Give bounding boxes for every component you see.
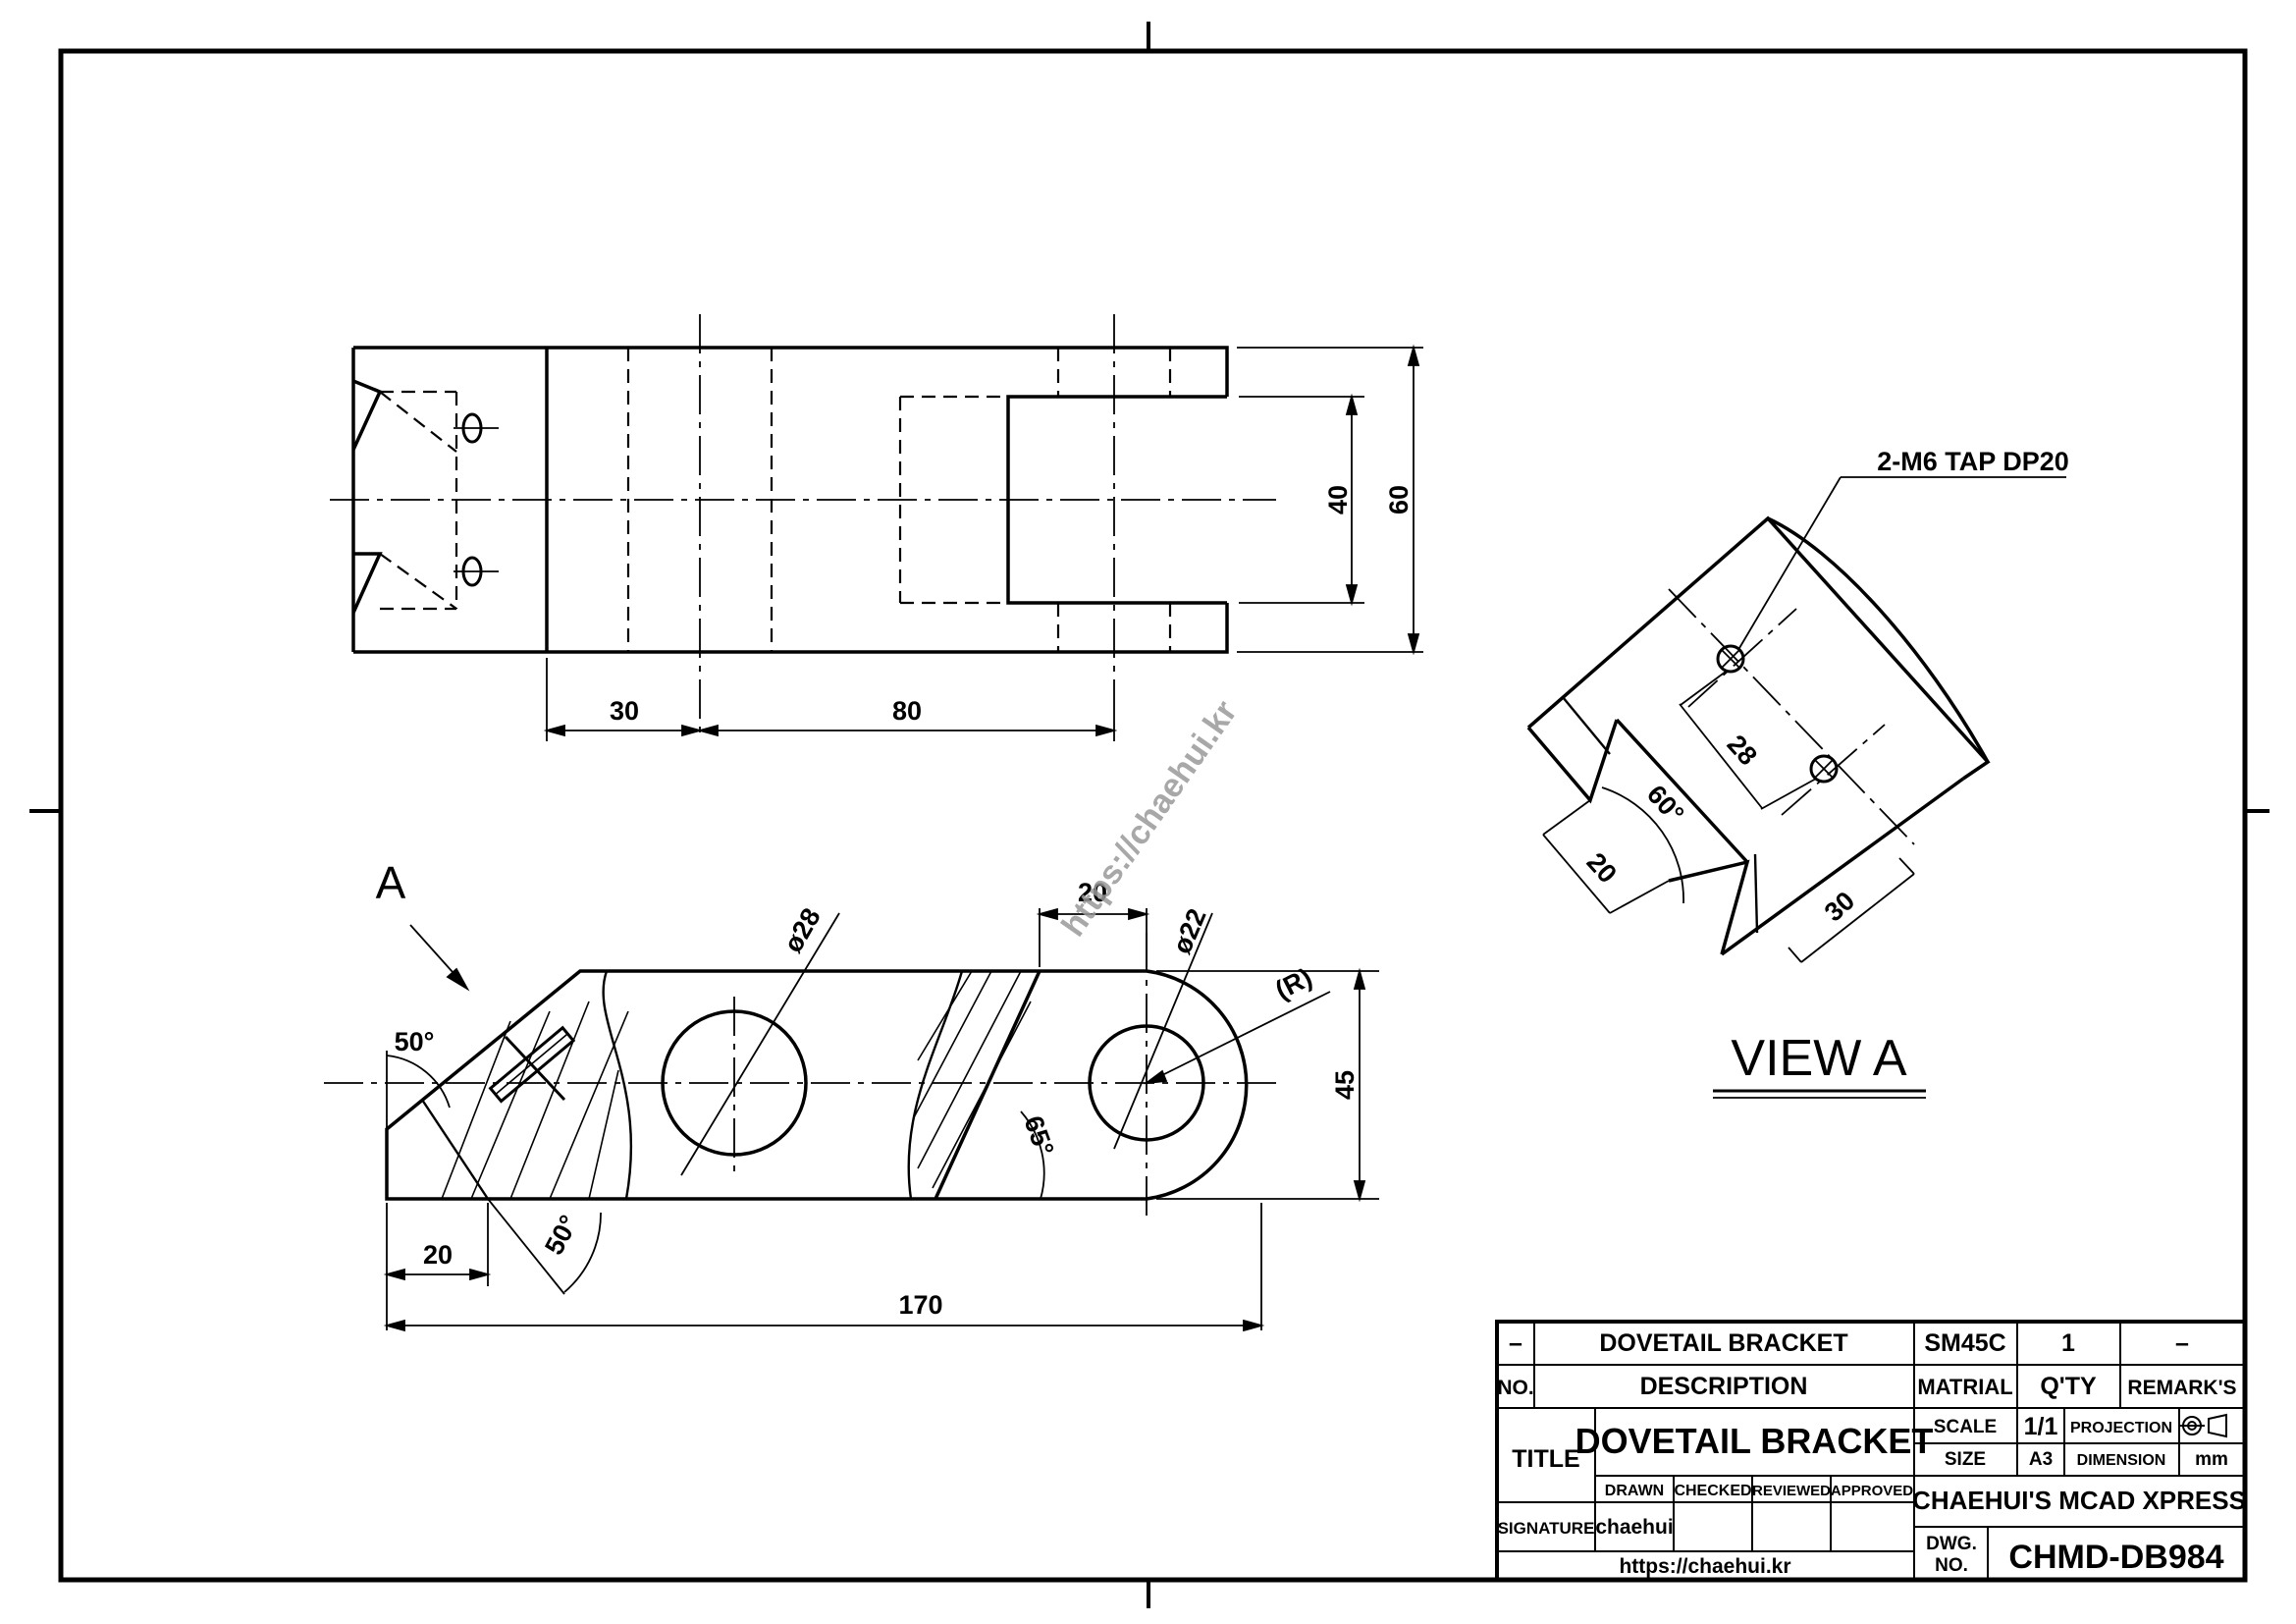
dwg-no-label-1: DWG. xyxy=(1926,1534,1977,1554)
title-value: DOVETAIL BRACKET xyxy=(1575,1421,1934,1461)
dim-angle-50-top: 50° xyxy=(395,1027,435,1056)
title-label: TITLE xyxy=(1512,1445,1579,1473)
part-remarks: – xyxy=(2175,1329,2189,1357)
front-view xyxy=(324,907,1379,1332)
header-remarks: REMARK'S xyxy=(2127,1377,2236,1399)
checked-label: CHECKED xyxy=(1674,1483,1751,1499)
tap-note: 2-M6 TAP DP20 xyxy=(1877,447,2069,476)
sheet-border xyxy=(29,22,2269,1608)
dwg-no-label-2: NO. xyxy=(1935,1555,1968,1576)
projection-label: PROJECTION xyxy=(2070,1420,2172,1436)
dim-20-bottom: 20 xyxy=(423,1240,453,1270)
projection-symbol-icon xyxy=(2179,1413,2227,1438)
size-label: SIZE xyxy=(1945,1449,1986,1470)
dim-20-view-a: 20 xyxy=(1580,847,1622,889)
signature-value: chaehui xyxy=(1595,1516,1673,1539)
dim-angle-50-bottom: 50° xyxy=(539,1211,584,1260)
dim-dia22: ø22 xyxy=(1167,904,1212,958)
view-arrow-label: A xyxy=(376,857,406,908)
dwg-no: CHMD-DB984 xyxy=(2008,1539,2223,1576)
signature-label: SIGNATURE xyxy=(1498,1519,1595,1538)
header-material: MATRIAL xyxy=(1917,1375,2012,1399)
part-no: – xyxy=(1509,1329,1522,1357)
title-block-text: – DOVETAIL BRACKET SM45C 1 – NO. DESCRIP… xyxy=(1497,1329,2246,1578)
size-value: A3 xyxy=(2029,1449,2053,1470)
top-view-dimensions: 30 80 40 60 xyxy=(610,485,1414,726)
header-description: DESCRIPTION xyxy=(1640,1373,1808,1400)
part-description: DOVETAIL BRACKET xyxy=(1599,1329,1847,1357)
front-view-dimensions: A 20 ø28 ø22 (R) 45 50° 65° 50° 20 170 xyxy=(376,857,1360,1320)
dim-170: 170 xyxy=(898,1290,942,1320)
view-a xyxy=(1526,476,2066,1099)
dim-angle-60: 60° xyxy=(1641,780,1690,829)
dim-45: 45 xyxy=(1330,1070,1360,1100)
part-material: SM45C xyxy=(1924,1329,2005,1357)
header-qty: Q'TY xyxy=(2040,1373,2097,1400)
dim-60: 60 xyxy=(1384,485,1414,514)
top-view xyxy=(330,314,1423,741)
header-no: NO. xyxy=(1497,1377,1533,1399)
dim-20-top: 20 xyxy=(1078,878,1107,907)
company-name: CHAEHUI'S MCAD XPRESS xyxy=(1912,1486,2246,1515)
dim-40: 40 xyxy=(1323,485,1353,514)
dim-angle-65: 65° xyxy=(1018,1112,1059,1161)
drawn-label: DRAWN xyxy=(1605,1483,1664,1499)
website: https://chaehui.kr xyxy=(1619,1555,1790,1578)
scale-label: SCALE xyxy=(1934,1417,1997,1437)
view-a-title: VIEW A xyxy=(1731,1030,1906,1087)
dim-radius: (R) xyxy=(1270,962,1316,1005)
dimension-value: mm xyxy=(2195,1449,2228,1470)
scale-value: 1/1 xyxy=(2024,1413,2058,1440)
dim-30-top: 30 xyxy=(610,696,639,726)
dimension-label: DIMENSION xyxy=(2077,1452,2166,1469)
title-block xyxy=(1495,1320,2247,1582)
reviewed-label: REVIEWED xyxy=(1752,1483,1831,1499)
dim-80: 80 xyxy=(892,696,922,726)
approved-label: APPROVED xyxy=(1831,1483,1913,1499)
part-qty: 1 xyxy=(2061,1329,2075,1357)
dim-dia28: ø28 xyxy=(778,903,827,957)
